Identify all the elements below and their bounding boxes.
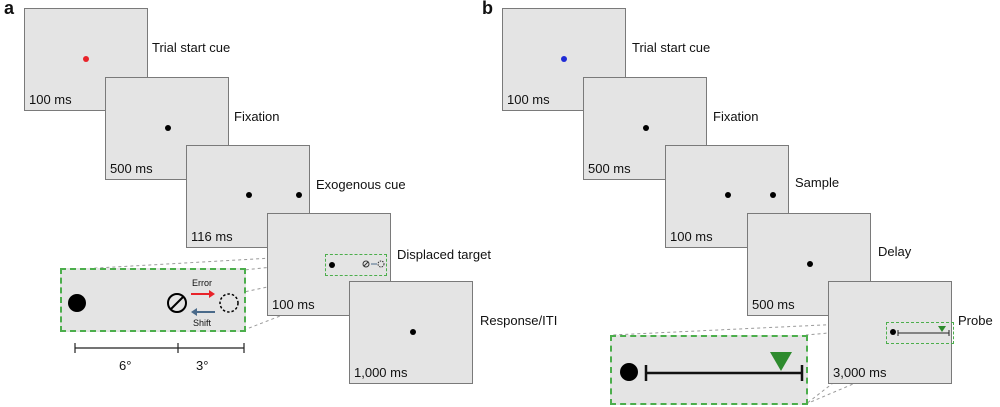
a-duration-3: 116 ms: [191, 229, 233, 244]
probe-line-icon: [897, 326, 950, 336]
sample-dot: [770, 192, 776, 198]
fixation-dot: [165, 125, 171, 131]
fixation-dot: [725, 192, 731, 198]
a-duration-1: 100 ms: [29, 92, 72, 107]
b-screen-probe: 3,000 ms: [828, 281, 954, 384]
a-zoom-region: [325, 254, 387, 276]
red-cue-dot: [83, 56, 89, 62]
a-screen-fixation: 500 ms: [105, 77, 229, 180]
b-label-trial-start: Trial start cue: [632, 40, 711, 55]
scale-bar: [74, 343, 245, 353]
a-label-fixation: Fixation: [234, 109, 280, 124]
fixation-dot: [807, 261, 813, 267]
a-label-response: Response/ITI: [480, 313, 558, 328]
original-target-icon: [167, 293, 187, 313]
blue-cue-dot: [561, 56, 567, 62]
shift-arrow-icon: [191, 308, 215, 316]
panel-b-letter: b: [482, 0, 493, 18]
b-duration-4: 500 ms: [752, 297, 795, 312]
fixation-dot: [246, 192, 252, 198]
large-fixation-dot: [620, 363, 638, 381]
a-zoom-inset: Error Shift: [60, 268, 246, 332]
scale-label-6deg: 6°: [119, 358, 132, 373]
b-label-sample: Sample: [795, 175, 840, 190]
displaced-target-icon: [219, 293, 239, 313]
b-label-fixation: Fixation: [713, 109, 759, 124]
fixation-dot: [890, 329, 896, 335]
a-label-trial-start: Trial start cue: [152, 40, 231, 55]
fixation-dot: [643, 125, 649, 131]
a-duration-4: 100 ms: [272, 297, 315, 312]
shift-label: Shift: [193, 318, 212, 328]
a-duration-5: 1,000 ms: [354, 365, 408, 380]
b-label-probe: Probe: [958, 313, 993, 328]
error-arrow-icon: [191, 290, 215, 298]
b-duration-3: 100 ms: [670, 229, 713, 244]
panel-a-letter: a: [4, 0, 15, 18]
scale-label-3deg: 3°: [196, 358, 209, 373]
large-fixation-dot: [68, 294, 86, 312]
a-label-exogenous-cue: Exogenous cue: [316, 177, 406, 192]
fixation-dot: [329, 262, 335, 268]
fixation-dot: [410, 329, 416, 335]
b-duration-2: 500 ms: [588, 161, 631, 176]
cue-dot: [296, 192, 302, 198]
b-zoom-region: [886, 322, 954, 344]
b-label-delay: Delay: [878, 244, 912, 259]
probe-bar-icon: [644, 352, 804, 381]
b-zoom-inset: [610, 335, 808, 405]
error-label: Error: [192, 278, 212, 288]
a-screen-response: 1,000 ms: [349, 281, 473, 384]
a-duration-2: 500 ms: [110, 161, 153, 176]
b-duration-5: 3,000 ms: [833, 365, 887, 380]
a-label-displaced-target: Displaced target: [397, 247, 491, 262]
b-duration-1: 100 ms: [507, 92, 550, 107]
target-shift-icon: [362, 260, 385, 268]
